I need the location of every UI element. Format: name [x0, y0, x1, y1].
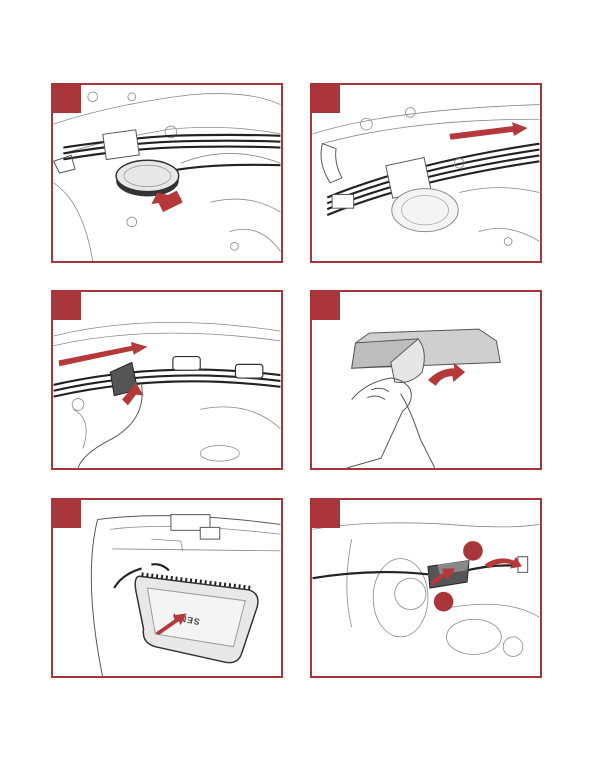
step-panel-2	[310, 83, 542, 263]
speaker-attach-illustration	[53, 85, 281, 261]
step-marker-5	[53, 500, 81, 528]
cable-clip-illustration	[53, 292, 281, 468]
step-panel-4	[310, 290, 542, 470]
step-marker-2	[312, 85, 340, 113]
step-marker-3	[53, 292, 81, 320]
step-panel-3	[51, 290, 283, 470]
microphone-attach-illustration	[312, 500, 540, 676]
step-marker-6	[312, 500, 340, 528]
cable-routing-illustration	[312, 85, 540, 261]
step-panel-6	[310, 498, 542, 678]
step-panel-1	[51, 83, 283, 263]
step-marker-1	[53, 85, 81, 113]
step-panel-5: SENA	[51, 498, 283, 678]
step-marker-4	[312, 292, 340, 320]
mount-unit-illustration: SENA	[53, 500, 281, 676]
peel-adhesive-illustration	[312, 292, 540, 468]
